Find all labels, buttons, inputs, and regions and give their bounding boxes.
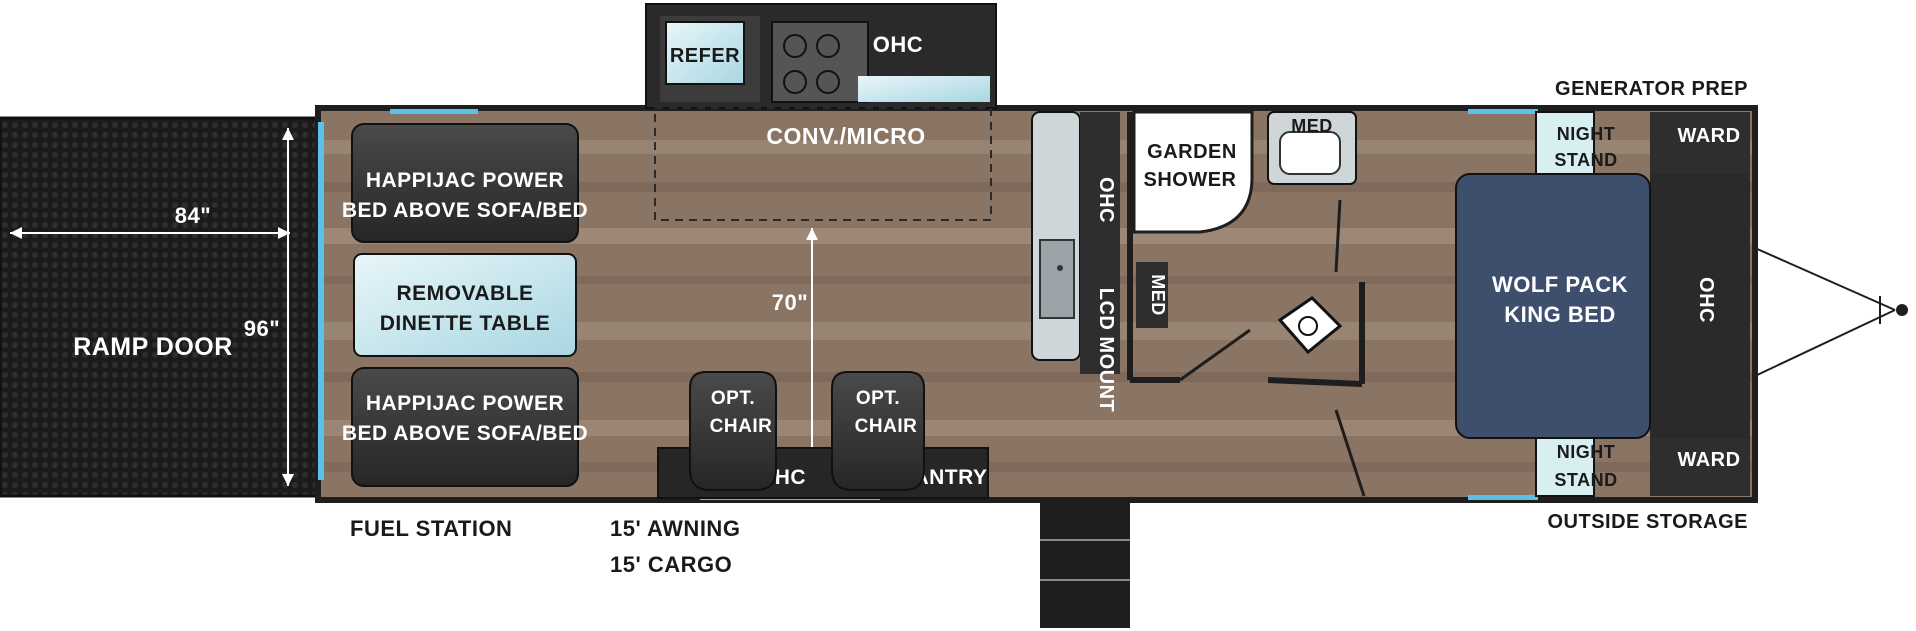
sofa-bed-top: HAPPIJAC POWER BED ABOVE SOFA/BED [342,123,588,243]
night-stand-top-line1: NIGHT [1557,124,1616,144]
bed-line2: KING BED [1504,302,1616,327]
bedroom: NIGHT STAND WARD NIGHT STAND WARD OHC WO… [1455,111,1750,497]
opt-chair-left: OPT. CHAIR [689,371,777,491]
kitchen-ohc-label: OHC [1095,177,1117,223]
sink-drain-icon [1057,265,1063,271]
opt-chair-left-line2: CHAIR [710,416,773,437]
sofa-bed-bottom: HAPPIJAC POWER BED ABOVE SOFA/BED [342,367,588,487]
opt-chair-right-line2: CHAIR [855,416,918,437]
ramp-door: RAMP DOOR 84" 96" [0,116,320,498]
ward-bottom-label: WARD [1677,449,1740,471]
slide-footprint [654,107,992,221]
dinette-table: REMOVABLE DINETTE TABLE [353,253,577,357]
slide-ohc-label: OHC [873,32,923,57]
outside-storage-label: OUTSIDE STORAGE [1548,511,1749,533]
stove-icon [783,34,840,94]
sofa-bed-top-line1: HAPPIJAC POWER [366,169,564,192]
opt-chair-right: OPT. CHAIR [831,371,925,491]
sofa-bed-bottom-line1: HAPPIJAC POWER [366,392,564,415]
cargo-label: 15' CARGO [610,552,732,577]
kitchen-counter: OHC LCD MOUNT [1031,111,1120,412]
garden-shower-line2: SHOWER [1144,169,1237,191]
hitch [1754,247,1908,377]
kitchen-slideout: REFER OHC [645,3,997,109]
sofa-bed-top-line2: BED ABOVE SOFA/BED [342,199,588,222]
med-top-label: MED [1291,116,1333,136]
bed-line1: WOLF PACK [1492,272,1628,297]
ramp-height-label: 96" [244,316,280,341]
bed-ohc-label: OHC [1695,277,1717,323]
ward-top-label: WARD [1677,125,1740,147]
toilet-icon [1277,296,1343,355]
sofa-bed-bottom-line2: BED ABOVE SOFA/BED [342,422,588,445]
floor-dim-label: 70" [772,290,808,315]
opt-chair-left-line1: OPT. [711,388,755,409]
refer-label: REFER [670,45,740,67]
ramp-door-label: RAMP DOOR [73,333,233,361]
dinette-line1: REMOVABLE [396,282,533,305]
awning-label: 15' AWNING [610,516,740,541]
lcd-mount-label: LCD MOUNT [1095,288,1117,412]
opt-chair-right-line1: OPT. [856,388,900,409]
entry-steps [1040,500,1130,628]
night-stand-top-line2: STAND [1554,150,1617,170]
bathroom: GARDEN SHOWER MED MED [1127,110,1366,497]
night-stand-bottom-line2: STAND [1554,470,1617,490]
garden-shower-line1: GARDEN [1147,141,1237,163]
conv-micro-label: CONV./MICRO [766,123,925,149]
night-stand-bottom-line1: NIGHT [1557,442,1616,462]
dinette-line2: DINETTE TABLE [380,312,551,335]
fuel-station-label: FUEL STATION [350,516,512,541]
ramp-width-label: 84" [175,203,211,228]
generator-prep-label: GENERATOR PREP [1555,78,1748,100]
med-bath-label: MED [1148,274,1168,316]
